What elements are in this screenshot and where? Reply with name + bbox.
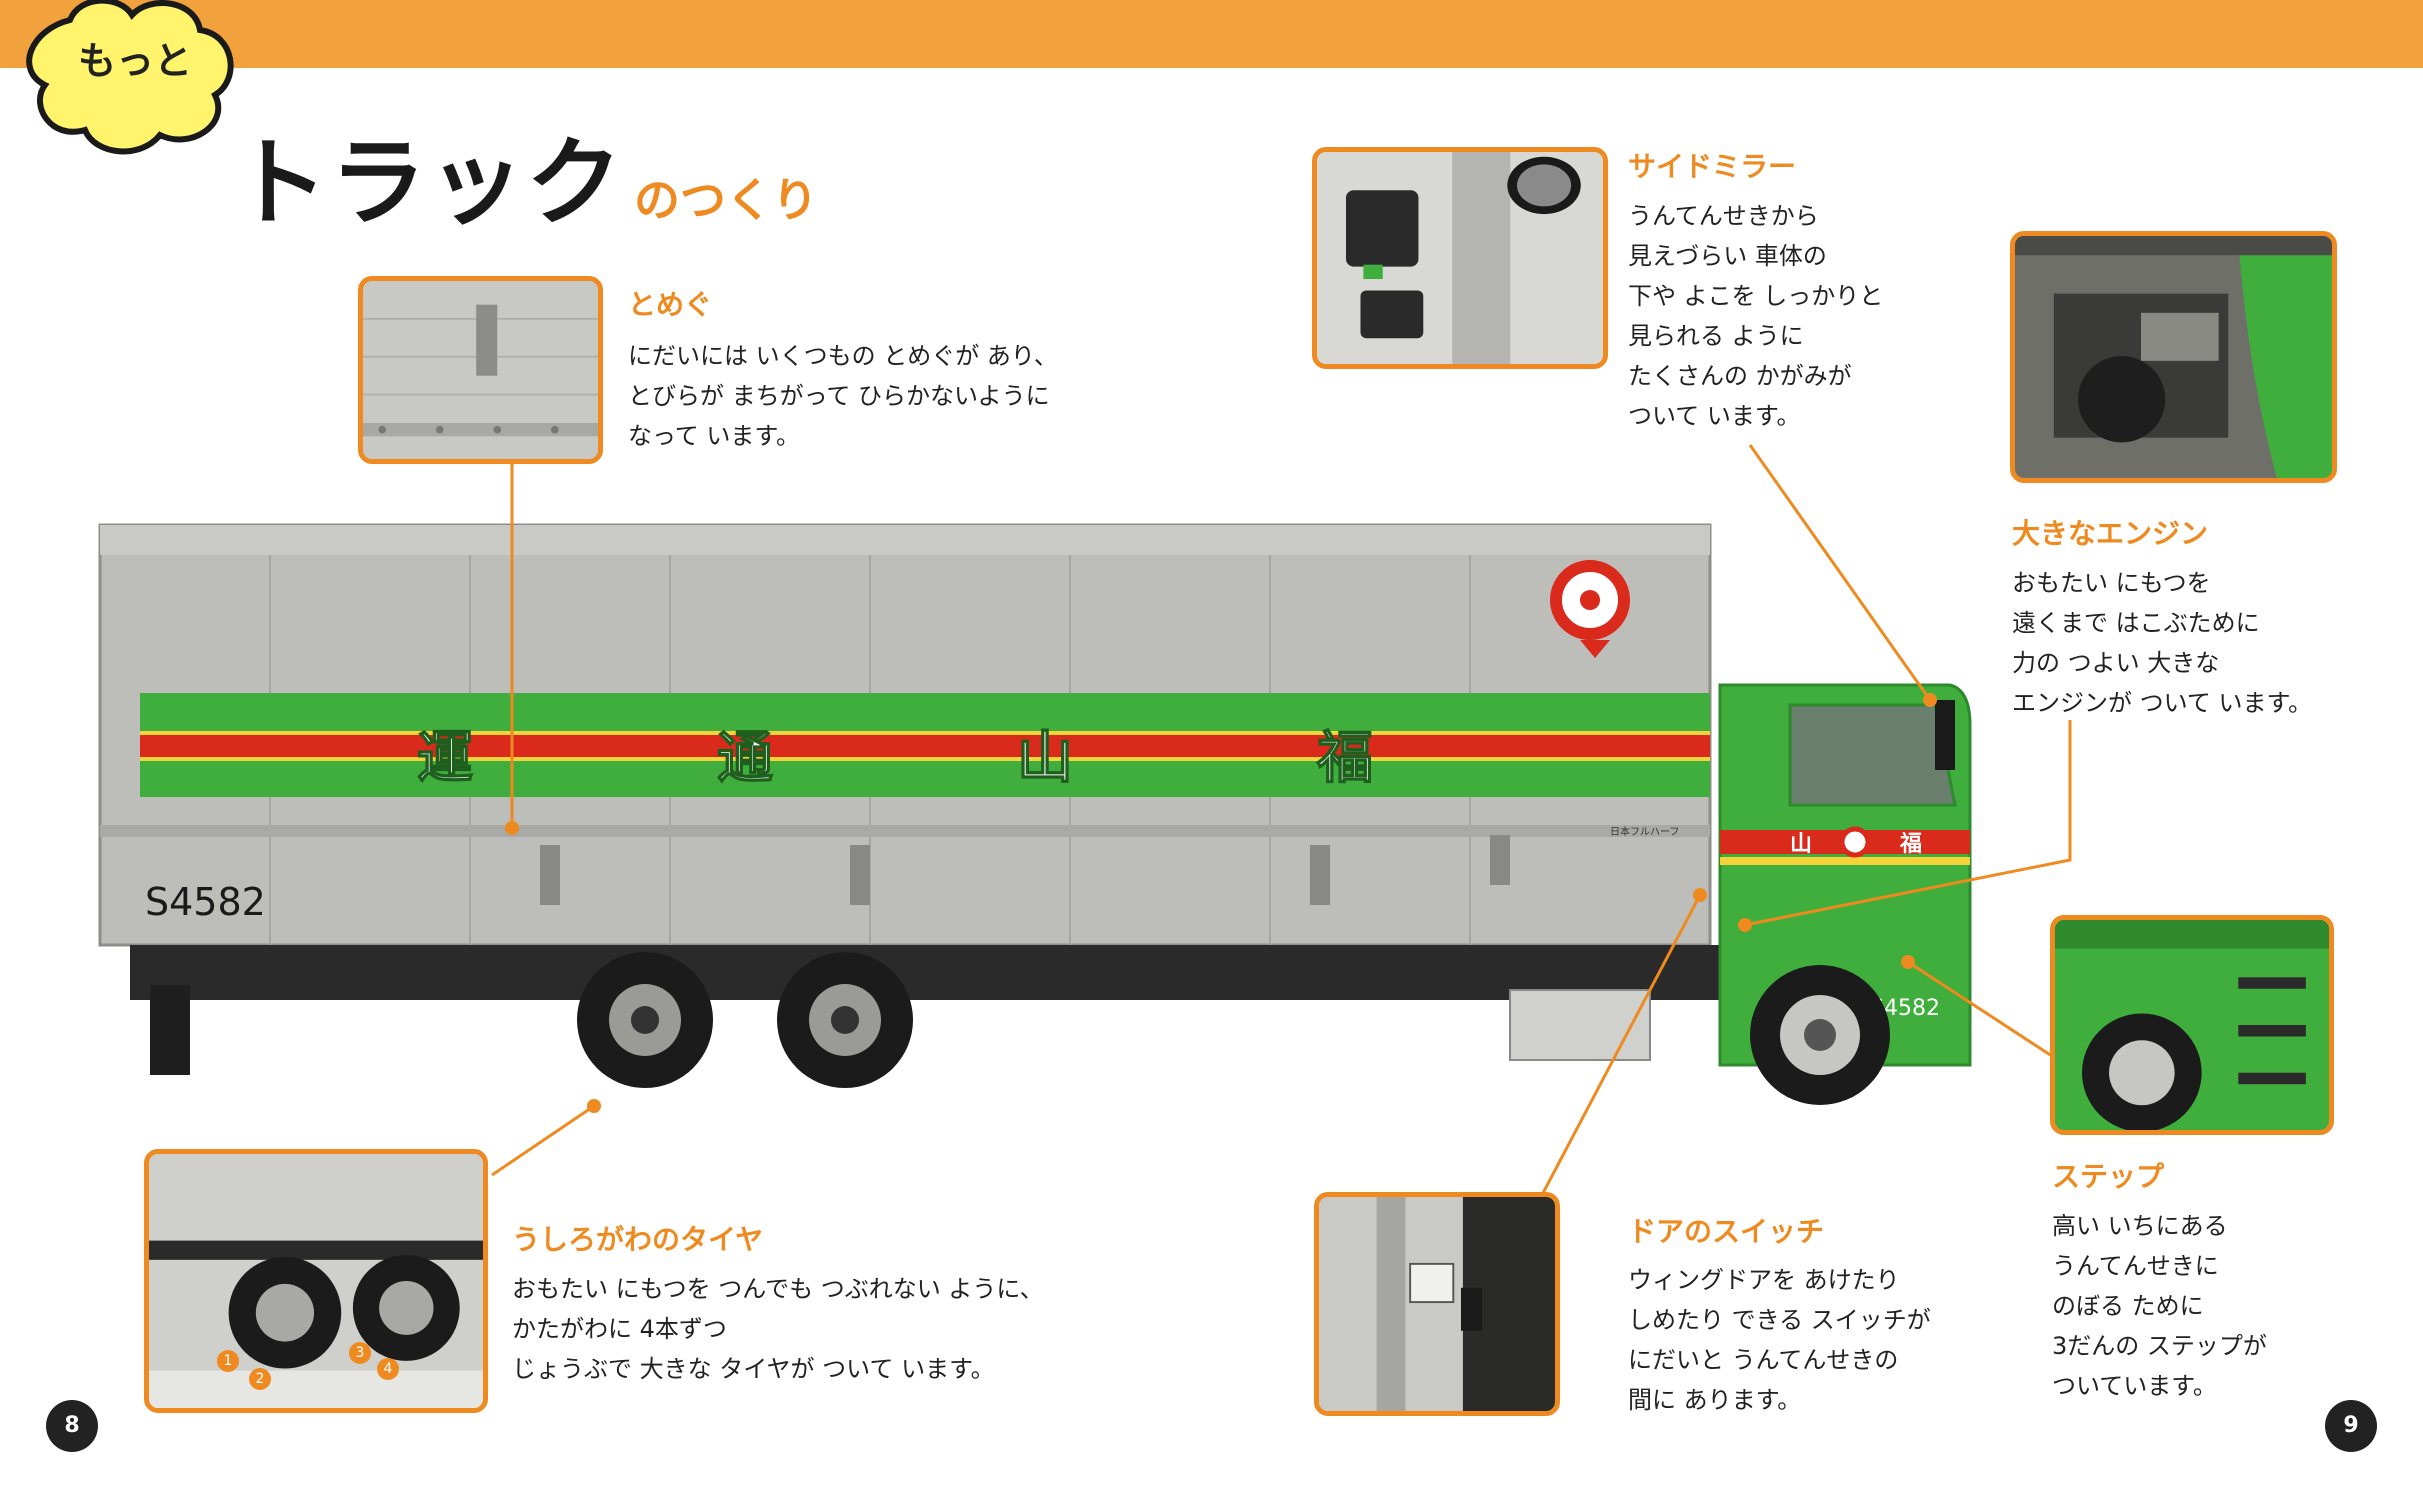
text-step: 高い いちにある うんてんせきに のぼる ために 3だんの ステップが ついてい… [2052,1206,2267,1406]
text-tires: おもたい にもつを つんでも つぶれない ように、 かたがわに 4本ずつ じょう… [512,1269,1044,1389]
text-line: エンジンが ついて います。 [2012,689,2313,717]
cab-logo [1839,826,1871,858]
text-line: ウィングドアを あけたり [1628,1266,1900,1294]
text-line: うんてんせきから [1628,202,1819,230]
cab-window [1788,703,1957,807]
title-main: トラック [232,127,624,239]
heading-engine: 大きなエンジン [2012,517,2209,550]
text-line: たくさんの かがみが [1628,362,1852,390]
heading-tomegu: とめぐ [628,288,713,321]
page-number-left: 8 [46,1400,98,1452]
text-line: のぼる ために [2052,1292,2204,1320]
badge-motto: もっと [10,0,250,160]
text-line: じょうぶで 大きな タイヤが ついて います。 [512,1355,995,1383]
side-mirror [1935,700,1955,770]
top-color-bar [0,0,2423,68]
wheel-front [1750,965,1890,1105]
text-sidemirror: うんてんせきから 見えづらい 車体の 下や よこを しっかりと 見られる ように… [1628,196,1883,436]
text-line: にだいには いくつもの とめぐが あり、 [628,342,1058,370]
text-line: 下や よこを しっかりと [1628,282,1884,310]
truck-char-4: 福 [1316,725,1373,791]
cargo-roof [100,525,1710,555]
photo-engine [2010,231,2337,483]
truck-char-2: 通 [717,725,773,791]
small-label: 日本フルハーフ [1610,825,1679,838]
text-line: うんてんせきに [2052,1252,2219,1280]
text-line: 3だんの ステップが [2052,1332,2267,1360]
photo-sidemirror [1312,147,1608,369]
truck-char-3: 山 [1017,725,1073,791]
cab-char-1: 山 [1790,832,1812,857]
body-number: S4582 [145,880,266,924]
tire-number-1: 1 [217,1350,239,1372]
text-line: しめたり できる スイッチが [1628,1306,1931,1334]
fuel-tank [1509,989,1651,1061]
wheel-rear-1 [577,952,713,1088]
text-line: かたがわに 4本ずつ [512,1315,727,1343]
photo-doorswitch [1314,1192,1560,1416]
badge-text: もっと [77,39,192,83]
text-line: 見られる ように [1628,322,1804,350]
text-line: 見えづらい 車体の [1628,242,1827,270]
cargo-lower-rail [100,825,1710,837]
text-line: ついて います。 [1628,402,1801,430]
truck-illustration: 運 通 山 福 S4582 日本フルハーフ 山 福 S4582 [98,523,1972,1105]
heading-tires: うしろがわのタイヤ [512,1223,764,1256]
text-tomegu: にだいには いくつもの とめぐが あり、 とびらが まちがって ひらかないように… [628,336,1058,456]
heading-step: ステップ [2052,1160,2165,1193]
title-sub: のつくり [634,173,818,227]
cab-char-2: 福 [1899,832,1922,857]
text-line: 遠くまで はこぶために [2012,609,2260,637]
text-doorswitch: ウィングドアを あけたり しめたり できる スイッチが にだいと うんてんせきの… [1628,1260,1931,1420]
text-line: とびらが まちがって ひらかないように [628,382,1050,410]
wheel-rear-2 [777,952,913,1088]
truck-char-1: 運 [417,725,473,791]
text-line: なって います。 [628,422,801,450]
cloud-badge-shape [26,0,234,155]
heading-doorswitch: ドアのスイッチ [1628,1215,1825,1248]
text-line: 高い いちにある [2052,1212,2228,1240]
door-latches [540,835,1510,905]
text-line: にだいと うんてんせきの [1628,1346,1899,1374]
photo-step [2050,915,2334,1135]
page-title: トラックのつくり [232,105,818,244]
text-line: 間に あります。 [1628,1386,1802,1414]
company-logo [1550,560,1630,658]
text-line: ついています。 [2052,1372,2217,1400]
red-stripe [140,735,1710,757]
heading-sidemirror: サイドミラー [1628,150,1797,183]
text-line: おもたい にもつを つんでも つぶれない ように、 [512,1275,1044,1303]
tire-number-2: 2 [249,1368,271,1390]
page-number-right: 9 [2325,1400,2377,1452]
mudflap [150,985,190,1075]
text-engine: おもたい にもつを 遠くまで はこぶために 力の つよい 大きな エンジンが つ… [2012,563,2312,723]
tire-number-4: 4 [377,1358,399,1380]
cab-yellow-stripe [1720,857,1970,865]
photo-tires: 1 2 3 4 [144,1149,488,1413]
tire-number-3: 3 [349,1342,371,1364]
text-line: おもたい にもつを [2012,569,2211,597]
text-line: 力の つよい 大きな [2012,649,2220,677]
photo-tomegu [358,276,603,464]
